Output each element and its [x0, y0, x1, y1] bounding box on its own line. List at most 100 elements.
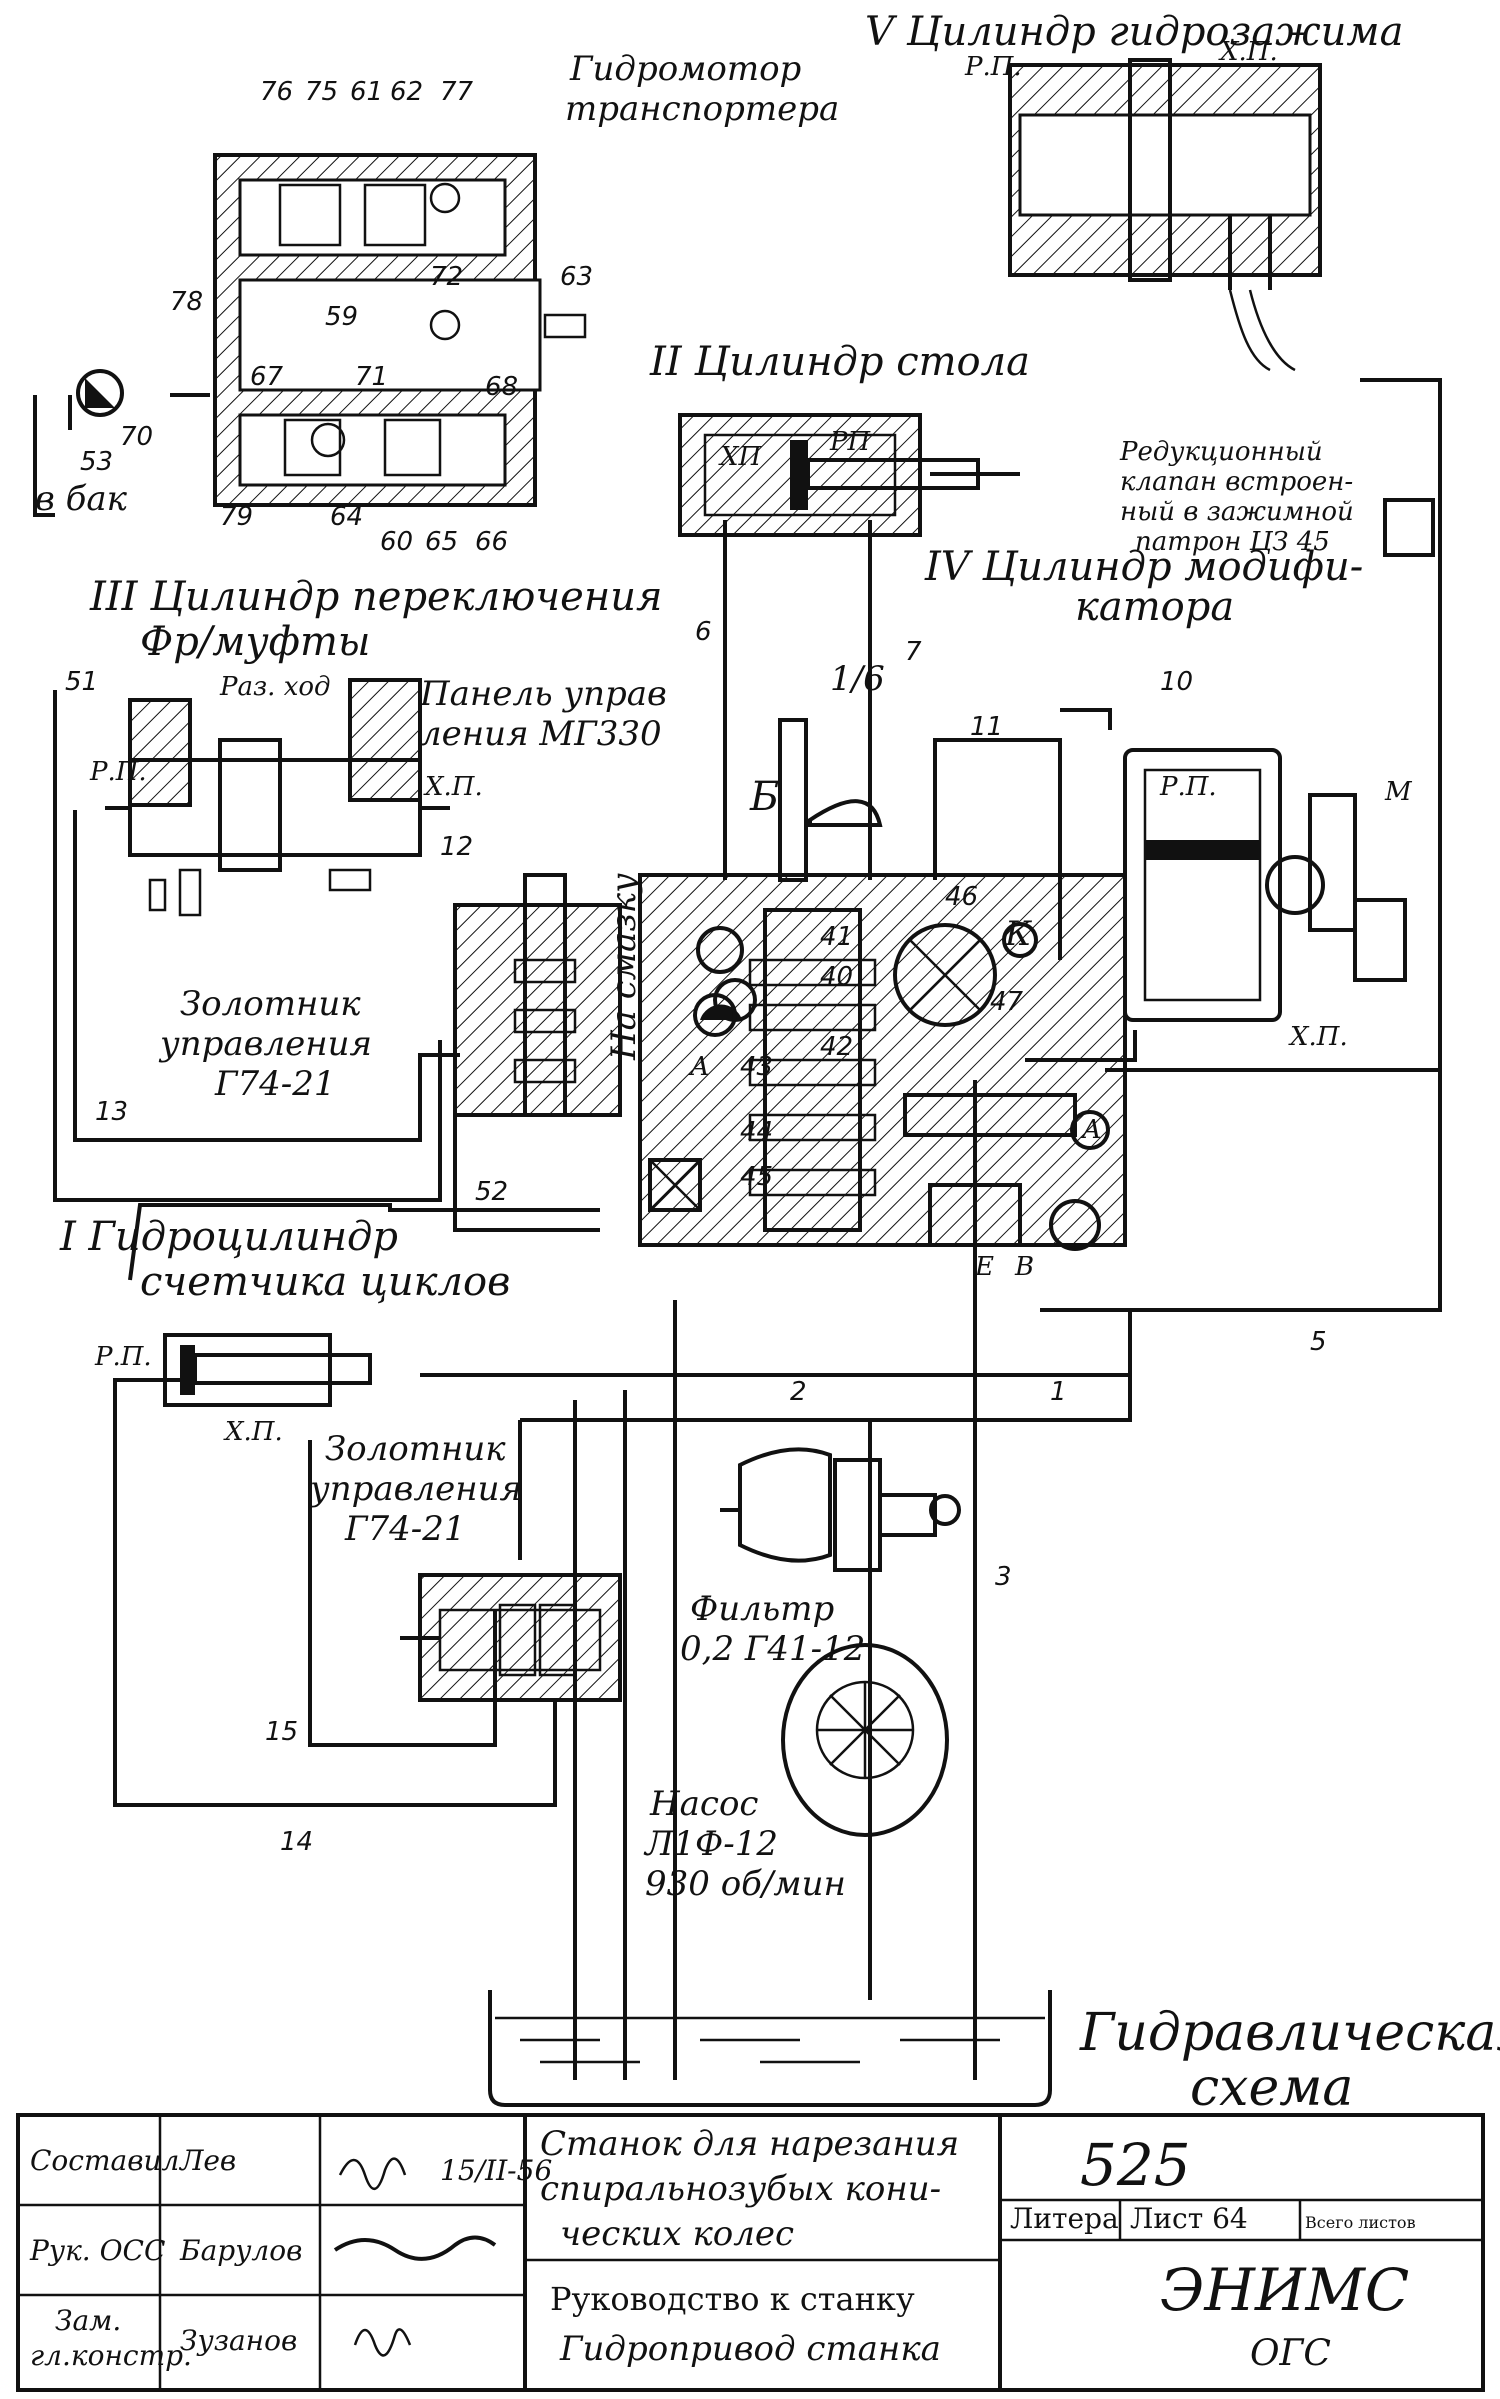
- tb-doc-2: Гидропривод станка: [559, 2329, 941, 2369]
- part-number: 60: [380, 527, 413, 557]
- part-number: 76: [260, 77, 293, 107]
- mark-xp: Х.П.: [1218, 37, 1278, 67]
- modifier-label-1: IV Цилиндр модифи-: [924, 544, 1363, 590]
- switch-cylinder: [105, 678, 450, 917]
- gauge-icon: [76, 369, 124, 417]
- tb-org: ЭНИМС: [1160, 2256, 1409, 2324]
- part-number: 13: [95, 1097, 128, 1127]
- switch-label-1: III Цилиндр переключения: [89, 574, 662, 620]
- tb-name-2: Барулов: [179, 2234, 302, 2267]
- mark-m: М: [1384, 777, 1413, 807]
- spool-top: [453, 873, 622, 1117]
- part-number: 41: [820, 922, 853, 952]
- reducing-label-1: Редукционный: [1119, 437, 1323, 467]
- tb-role-2: Рук. ОСС: [29, 2234, 165, 2267]
- tb-role-3b: гл.констр.: [30, 2339, 192, 2372]
- part-number: 14: [280, 1827, 313, 1857]
- part-number: 10: [1160, 667, 1193, 697]
- mark-b: Б: [749, 774, 779, 820]
- mark-rp: Р.П.: [94, 1342, 152, 1372]
- mark-a: А: [688, 1052, 710, 1082]
- spool-bottom: [400, 1573, 622, 1702]
- counter-label-1: I Гидроцилиндр: [59, 1214, 398, 1260]
- pump-label-3: 930 об/мин: [645, 1864, 846, 1904]
- part-number: 70: [120, 422, 153, 452]
- part-number: 62: [390, 77, 423, 107]
- control-panel: [638, 718, 1127, 1251]
- part-number: 5: [1310, 1327, 1327, 1357]
- tb-sheets: Всего листов: [1305, 2213, 1416, 2232]
- part-number: 45: [740, 1162, 773, 1192]
- part-number: 11: [970, 712, 1003, 742]
- table-cylinder-label: II Цилиндр стола: [649, 339, 1030, 385]
- part-number: 12: [440, 832, 473, 862]
- mark-xp: Х.П.: [223, 1417, 283, 1447]
- tb-sheet: Лист 64: [1130, 2202, 1248, 2235]
- part-number: 65: [425, 527, 458, 557]
- reducing-valve-box: [1383, 498, 1435, 557]
- part-number: 64: [330, 502, 363, 532]
- title-block-frame: [16, 2113, 1485, 2392]
- part-number: 6: [695, 617, 712, 647]
- mark-xp: Х.П.: [1288, 1022, 1348, 1052]
- labels: V Цилиндр гидрозажима Гидромотор транспо…: [29, 9, 1500, 2374]
- tb-machine-2: спиральнозубых кони-: [540, 2169, 941, 2209]
- spool-bot-label-3: Г74-21: [344, 1509, 466, 1549]
- signature-3: [353, 2328, 412, 2357]
- part-number: 1: [1050, 1377, 1067, 1407]
- rod-label: Раз. ход: [219, 672, 331, 702]
- part-number: 52: [475, 1177, 508, 1207]
- pump: [781, 1643, 949, 1837]
- clamp-cylinder-label: V Цилиндр гидрозажима: [865, 9, 1403, 55]
- mark-rp: Р.П.: [1159, 772, 1217, 802]
- panel-label-2: ления МГ330: [420, 714, 662, 754]
- to-tank-label: в бак: [35, 479, 128, 519]
- part-number: 53: [80, 447, 113, 477]
- part-number: 51: [65, 667, 98, 697]
- lube-label: На смазку: [604, 873, 644, 1061]
- spool-bot-label-2: управления: [308, 1469, 522, 1509]
- mark-k: К: [1004, 914, 1033, 954]
- part-number: 40: [820, 962, 853, 992]
- mark-rp: РП: [829, 427, 871, 457]
- counter-cylinder: [163, 1333, 372, 1407]
- part-number: 79: [220, 502, 253, 532]
- part-number: 7: [905, 637, 922, 667]
- motor-label-1: Гидромотор: [569, 49, 801, 89]
- pump-label-2: Л1Ф-12: [643, 1824, 778, 1864]
- modifier-label-2: катора: [1075, 584, 1234, 630]
- part-number: 78: [170, 287, 203, 317]
- spool-top-label-2: управления: [158, 1024, 372, 1064]
- part-number: 15: [265, 1717, 298, 1747]
- tb-machine-1: Станок для нарезания: [540, 2124, 959, 2164]
- part-number: 46: [945, 882, 978, 912]
- part-number: 68: [485, 372, 518, 402]
- tb-name-3: Зузанов: [180, 2324, 297, 2357]
- reducing-label-4: патрон ЦЗ 45: [1135, 527, 1330, 557]
- filter: [720, 1447, 961, 1572]
- tb-litera: Литера: [1010, 2202, 1119, 2235]
- pipe-network: [33, 378, 1442, 2107]
- motor-label-2: транспортера: [565, 89, 839, 129]
- mark-a: А: [1080, 1115, 1102, 1145]
- switch-label-2: Фр/муфты: [140, 619, 370, 665]
- filter-label-2: 0,2 Г41-12: [680, 1629, 865, 1669]
- mark-xp: Х.П.: [423, 772, 483, 802]
- part-number: 59: [325, 302, 358, 332]
- panel-label-1: Панель управ: [419, 674, 667, 714]
- part-number: 66: [475, 527, 508, 557]
- part-number: 77: [440, 77, 474, 107]
- filter-label-1: Фильтр: [690, 1589, 834, 1629]
- tb-name-1: Лев: [178, 2144, 236, 2177]
- tb-model: 525: [1080, 2131, 1191, 2199]
- pump-label-1: Насос: [649, 1784, 758, 1824]
- part-number: 61: [350, 77, 383, 107]
- tb-doc-1: Руководство к станку: [550, 2280, 915, 2318]
- reducing-label-3: ный в зажимной: [1120, 497, 1354, 527]
- counter-label-2: счетчика циклов: [140, 1259, 510, 1305]
- spool-top-label-1: Золотник: [180, 984, 361, 1024]
- tb-date-1: 15/II-56: [440, 2154, 552, 2187]
- mark-e: Е: [974, 1252, 994, 1282]
